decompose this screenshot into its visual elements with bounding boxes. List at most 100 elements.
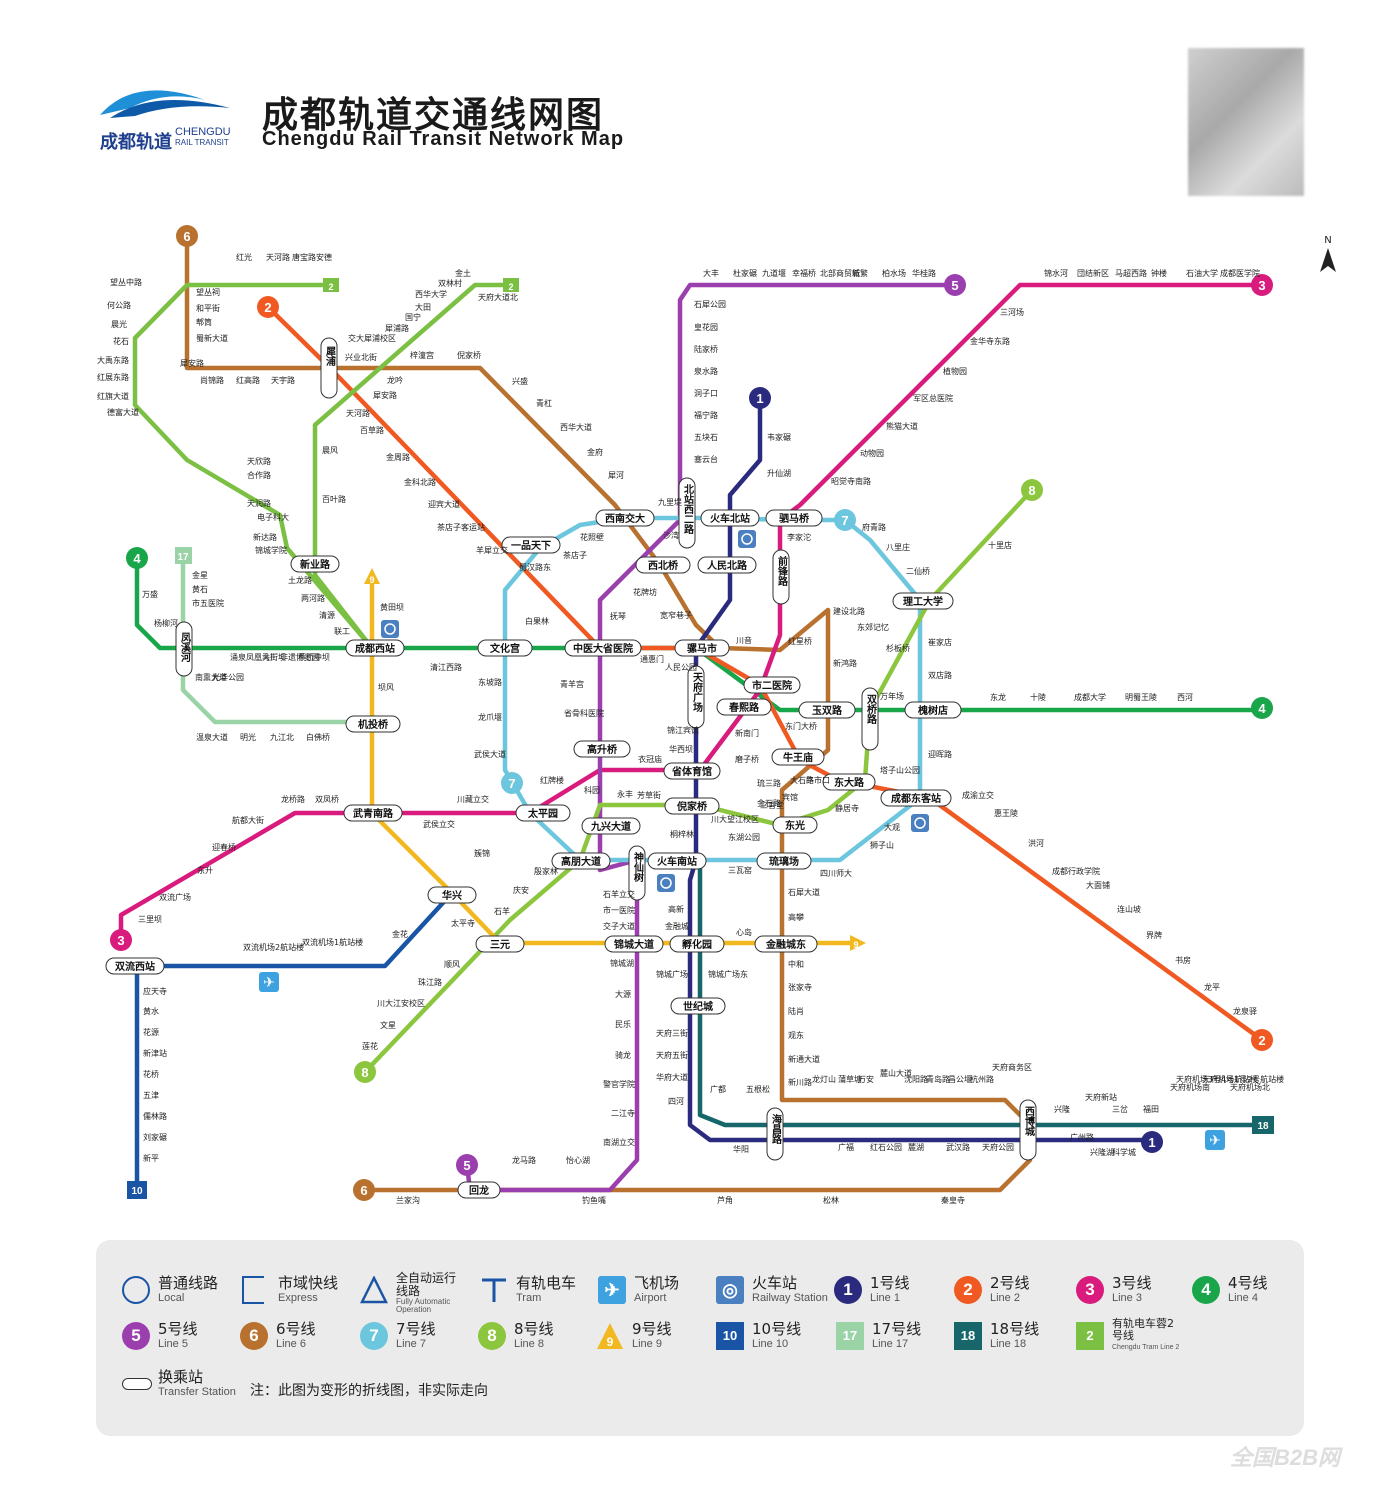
station-tianfuguangchang[interactable]: 天府广场	[687, 665, 705, 729]
line-18-badge: 18	[1252, 1116, 1274, 1134]
svg-text:和平街: 和平街	[196, 303, 220, 313]
station-niuwangmiao[interactable]: 牛王庙	[771, 748, 825, 766]
svg-text:三里坝: 三里坝	[138, 915, 162, 924]
station-shenxianshu[interactable]: 神仙树	[628, 845, 646, 901]
station-yushuanglu[interactable]: 玉双路	[798, 701, 856, 719]
svg-text:春熙路: 春熙路	[729, 701, 760, 714]
svg-text:府青路: 府青路	[862, 522, 886, 532]
station-dongguang[interactable]: 东光	[772, 816, 818, 834]
svg-text:植物园: 植物园	[943, 366, 967, 376]
line-9-badge-north: 9	[364, 568, 380, 585]
station-luomashi[interactable]: 骡马市	[674, 639, 730, 657]
station-xipu[interactable]: 犀浦	[320, 337, 338, 399]
station-wenhuagong[interactable]: 文化宫	[477, 639, 533, 657]
svg-text:九江北: 九江北	[270, 733, 294, 742]
station-fuhuayuan[interactable]: 孵化园	[669, 935, 725, 953]
svg-text:蜀汉路东: 蜀汉路东	[519, 562, 551, 572]
svg-text:迎晖路: 迎晖路	[928, 749, 952, 759]
svg-text:塞云台: 塞云台	[694, 454, 718, 464]
svg-text:犀安路: 犀安路	[180, 358, 204, 368]
svg-text:龙爪堰: 龙爪堰	[478, 712, 502, 722]
station-ligongdaxue[interactable]: 理工大学	[892, 592, 954, 610]
station-zhongyidasheng[interactable]: 中医大省医院	[564, 639, 642, 657]
station-dongdalu[interactable]: 东大路	[822, 773, 876, 791]
station-gaopengdadao[interactable]: 高朋大道	[551, 852, 611, 870]
svg-text:双流广场: 双流广场	[159, 892, 191, 902]
svg-text:东门大桥: 东门大桥	[785, 721, 817, 731]
station-shierjyiyuan[interactable]: 市二医院	[743, 676, 801, 694]
svg-text:警官学院: 警官学院	[603, 1079, 635, 1089]
svg-text:红光: 红光	[236, 252, 252, 262]
svg-text:科园: 科园	[584, 785, 600, 795]
station-xinyelu[interactable]: 新业路	[290, 555, 340, 573]
line-2-badge-east: 2	[1251, 1029, 1273, 1051]
station-fengxihe[interactable]: 凤溪河	[175, 621, 193, 677]
svg-text:迎宾大道: 迎宾大道	[428, 499, 460, 509]
station-shijicheng[interactable]: 世纪城	[670, 997, 726, 1015]
station-shuangliuxizhan[interactable]: 双流西站	[105, 957, 165, 975]
svg-text:金土: 金土	[455, 268, 471, 278]
station-chunxilu[interactable]: 春熙路	[716, 698, 772, 716]
svg-text:川大江安校区: 川大江安校区	[377, 998, 425, 1008]
svg-text:武青南路: 武青南路	[353, 807, 394, 820]
svg-text:东光: 东光	[785, 819, 805, 832]
station-qianfenglu[interactable]: 前锋路	[772, 549, 790, 605]
station-huaishudian[interactable]: 槐树店	[904, 701, 962, 719]
station-yipintianxia[interactable]: 一品天下	[501, 536, 561, 554]
svg-text:蔡桥: 蔡桥	[298, 652, 314, 662]
svg-text:新平: 新平	[143, 1153, 159, 1163]
svg-text:柏水场: 柏水场	[882, 268, 906, 278]
station-jiuxingdadao[interactable]: 九兴大道	[581, 817, 641, 835]
svg-text:白果林: 白果林	[525, 616, 549, 626]
line-5-badge-south: 5	[456, 1154, 478, 1176]
svg-text:文化宫: 文化宫	[490, 642, 520, 655]
svg-text:清源: 清源	[319, 610, 335, 620]
station-xibeiqiao[interactable]: 西北桥	[635, 556, 691, 574]
line-9-badge-east: 9	[850, 935, 866, 951]
svg-text:省体育馆: 省体育馆	[671, 765, 712, 778]
svg-text:中和: 中和	[788, 959, 804, 969]
svg-text:18: 18	[1257, 1121, 1269, 1132]
station-shengtiyuguan[interactable]: 省体育馆	[663, 762, 721, 780]
line-1-path	[687, 395, 1155, 1143]
station-huochebeizhan[interactable]: 火车北站	[700, 509, 760, 527]
station-huochenanzhan[interactable]: 火车南站	[647, 852, 707, 870]
station-jinchengdadao[interactable]: 锦城大道	[604, 935, 664, 953]
station-sanyuan[interactable]: 三元	[475, 935, 525, 953]
svg-text:东大路: 东大路	[834, 776, 865, 789]
station-xibocheng[interactable]: 西博城	[1019, 1099, 1037, 1161]
svg-text:一品天下: 一品天下	[511, 540, 551, 552]
svg-text:金华寺东路: 金华寺东路	[970, 336, 1010, 346]
station-jinrongchengdong[interactable]: 金融城东	[754, 935, 818, 953]
svg-text:儒林路: 儒林路	[143, 1111, 167, 1121]
station-xinanjiaoda[interactable]: 西南交大	[595, 509, 655, 527]
svg-text:静居寺: 静居寺	[835, 803, 859, 813]
station-niujiaqiao[interactable]: 倪家桥	[664, 797, 720, 815]
svg-text:成都医学院: 成都医学院	[1220, 268, 1260, 278]
station-shuangqiaolu[interactable]: 双桥路	[861, 687, 879, 751]
svg-text:红旗大道: 红旗大道	[97, 391, 129, 401]
svg-text:石羊: 石羊	[494, 906, 510, 916]
svg-text:高朋大道: 高朋大道	[561, 855, 601, 868]
station-liulichang[interactable]: 琉璃场	[756, 852, 812, 870]
station-taipingyuan[interactable]: 太平园	[515, 804, 571, 822]
station-huaxing[interactable]: 华兴	[427, 886, 477, 904]
station-wuqingnanlu[interactable]: 武青南路	[343, 804, 403, 822]
station-chengduxizhan[interactable]: 成都西站	[345, 639, 405, 657]
svg-text:花桥: 花桥	[143, 1069, 159, 1079]
svg-text:张家寺: 张家寺	[788, 982, 812, 992]
station-gaoshengqiao[interactable]: 高升桥	[573, 740, 631, 758]
svg-text:4: 4	[133, 551, 141, 566]
station-haichanglu[interactable]: 海昌路	[766, 1107, 784, 1161]
svg-text:新津站: 新津站	[143, 1048, 167, 1058]
svg-text:青羊宫: 青羊宫	[560, 679, 584, 689]
station-beizhanxierlu[interactable]: 北站西二路	[678, 477, 696, 549]
station-jitouqiao[interactable]: 机投桥	[345, 715, 401, 733]
svg-text:华府大道: 华府大道	[656, 1072, 688, 1082]
station-zhaojueqiao[interactable]: 驷马桥	[765, 509, 823, 527]
svg-text:双店路: 双店路	[928, 670, 952, 680]
station-huilong[interactable]: 回龙	[457, 1181, 501, 1199]
station-chengdudongke[interactable]: 成都东客站	[880, 789, 952, 807]
svg-text:兴隆: 兴隆	[1054, 1104, 1070, 1114]
station-renminbeilu[interactable]: 人民北路	[697, 556, 757, 574]
